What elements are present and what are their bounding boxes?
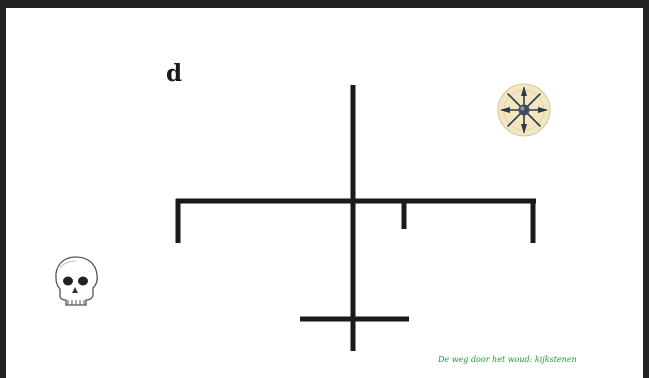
compass-rose-icon — [497, 83, 551, 137]
caption-text: De weg door het woud: kijkstenen — [438, 355, 577, 364]
skull-icon — [55, 256, 98, 306]
letter-label: d — [166, 60, 183, 87]
